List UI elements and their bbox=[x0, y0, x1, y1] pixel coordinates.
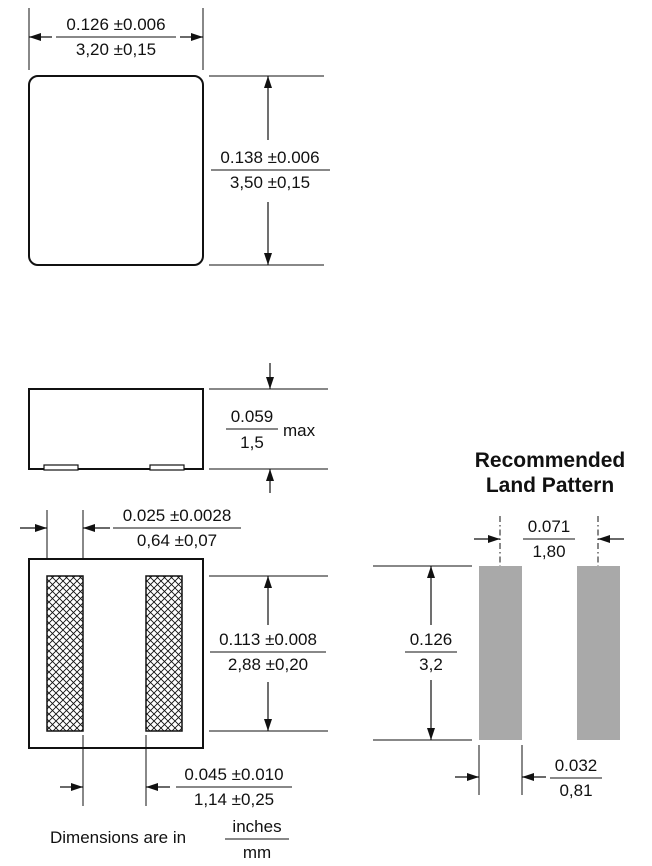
land-length-inches: 0.126 bbox=[410, 630, 453, 649]
top-width-inches: 0.126 ±0.006 bbox=[66, 15, 165, 34]
side-thickness-inches: 0.059 bbox=[231, 407, 274, 426]
side-terminal-left bbox=[43, 464, 79, 471]
terminal-length-inches: 0.113 ±0.008 bbox=[219, 630, 317, 649]
side-thickness-max-label: max bbox=[283, 421, 316, 440]
land-pad-left bbox=[479, 566, 522, 740]
land-pattern-title-line2: Land Pattern bbox=[486, 474, 614, 497]
top-height-mm: 3,50 ±0,15 bbox=[230, 173, 310, 192]
component-top-outline bbox=[28, 75, 204, 266]
pad-width-inches: 0.032 bbox=[555, 756, 598, 775]
units-note-mm: mm bbox=[243, 843, 271, 862]
terminal-length-mm: 2,88 ±0,20 bbox=[228, 655, 308, 674]
land-pad-right bbox=[577, 566, 620, 740]
land-gap-mm: 1,80 bbox=[532, 542, 565, 561]
units-note-prefix: Dimensions are in bbox=[50, 828, 186, 847]
terminal-width-mm: 1,14 ±0,25 bbox=[194, 790, 274, 809]
side-terminal-right bbox=[149, 464, 185, 471]
terminal-pad-left bbox=[46, 575, 84, 732]
land-length-mm: 3,2 bbox=[419, 655, 443, 674]
top-view: 0.126 ±0.006 3,20 ±0,15 0.138 ±0.006 3,5… bbox=[28, 8, 330, 266]
top-height-inches: 0.138 ±0.006 bbox=[220, 148, 319, 167]
terminal-width-inches: 0.045 ±0.010 bbox=[184, 765, 283, 784]
land-gap-inches: 0.071 bbox=[528, 517, 571, 536]
terminal-pad-right bbox=[145, 575, 183, 732]
units-note: Dimensions are in inches mm bbox=[50, 817, 289, 862]
land-pattern: Recommended Land Pattern 0.071 1,80 0.12… bbox=[373, 449, 625, 800]
top-width-mm: 3,20 ±0,15 bbox=[76, 40, 156, 59]
bottom-view: 0.025 ±0.0028 0,64 ±0,07 0.113 ±0.008 2,… bbox=[20, 506, 328, 809]
side-thickness-mm: 1,5 bbox=[240, 433, 264, 452]
component-side-outline bbox=[28, 388, 204, 470]
terminal-offset-inches: 0.025 ±0.0028 bbox=[123, 506, 232, 525]
side-view: 0.059 1,5 max bbox=[28, 363, 328, 493]
terminal-offset-mm: 0,64 ±0,07 bbox=[137, 531, 217, 550]
pad-width-mm: 0,81 bbox=[559, 781, 592, 800]
land-pattern-title-line1: Recommended bbox=[475, 449, 626, 472]
units-note-inches: inches bbox=[232, 817, 281, 836]
